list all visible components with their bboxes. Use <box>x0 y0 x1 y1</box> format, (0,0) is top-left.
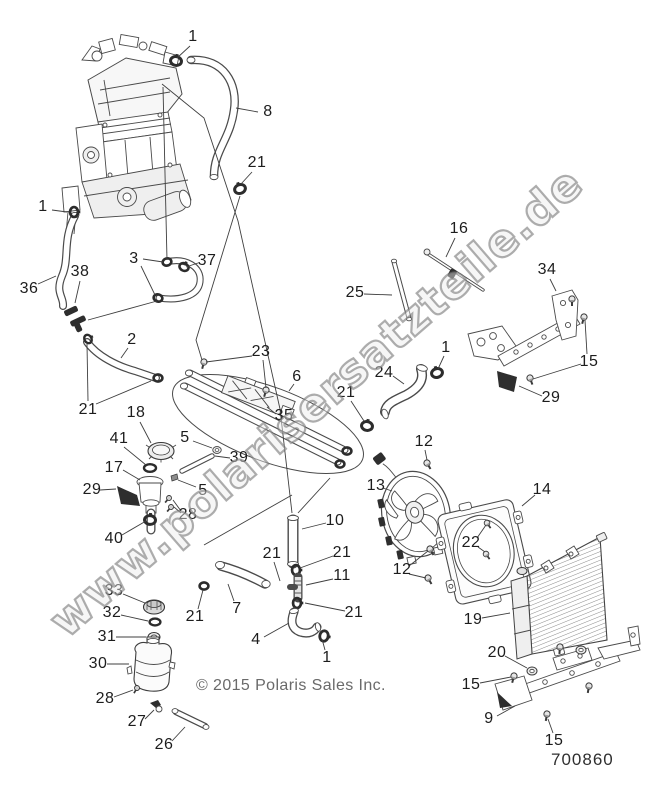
clamp-1-bottom <box>317 628 333 644</box>
bolt-15e <box>541 709 552 723</box>
hose-7 <box>215 560 271 589</box>
diagram-number: 700860 <box>551 750 614 769</box>
clamp-21-tube <box>359 416 376 433</box>
filler-neck-group <box>117 441 222 535</box>
screw-28b <box>164 502 176 515</box>
nut-mount <box>575 645 587 655</box>
coolant-bottle-group <box>126 599 210 730</box>
clamp-1-hose24 <box>428 363 445 381</box>
radiator-bracket-34 <box>467 289 581 392</box>
vent-tube-25 <box>390 258 413 322</box>
hose-2 <box>83 338 160 382</box>
screw-23a <box>198 357 209 371</box>
bolt-mount-b <box>583 681 594 695</box>
water-fitting-38 <box>64 305 86 333</box>
hose-36 <box>55 211 80 310</box>
copyright-text: © 2015 Polaris Sales Inc. <box>196 677 386 694</box>
bolt-15b <box>578 312 589 326</box>
overflow-rod-16 <box>423 248 485 292</box>
radiator <box>510 532 608 660</box>
leader-lines <box>37 45 588 742</box>
bracket-29-left <box>117 486 140 506</box>
screw-12c <box>422 572 436 587</box>
nut-5 <box>212 446 222 454</box>
screw-28c <box>130 683 142 696</box>
hose-3 <box>155 257 204 303</box>
screw-28a <box>162 493 174 506</box>
lower-mount-bracket-9 <box>494 625 641 711</box>
elbow-hose-4 <box>287 607 322 638</box>
clamp-21-hose7 <box>198 581 210 591</box>
screw-12a <box>421 457 435 472</box>
radiator-cap <box>516 567 528 575</box>
t-fitting-11 <box>287 572 303 603</box>
bracket-29-right <box>497 371 517 392</box>
hose-8 <box>186 55 239 181</box>
bolt-15c <box>525 373 537 387</box>
nut-20 <box>526 666 538 676</box>
tube-bracket-35 <box>220 375 296 420</box>
ring-32 <box>148 617 162 627</box>
cooling-tube-assembly <box>172 369 364 475</box>
gasket-41 <box>142 463 158 474</box>
bottle-30 <box>126 636 176 692</box>
tube-10 <box>287 514 299 569</box>
hose-24 <box>380 364 428 420</box>
fitting-5-cone <box>170 473 179 482</box>
cooling-fan <box>373 452 452 566</box>
clamp-21-top <box>230 179 249 197</box>
fan-connector <box>373 452 386 465</box>
